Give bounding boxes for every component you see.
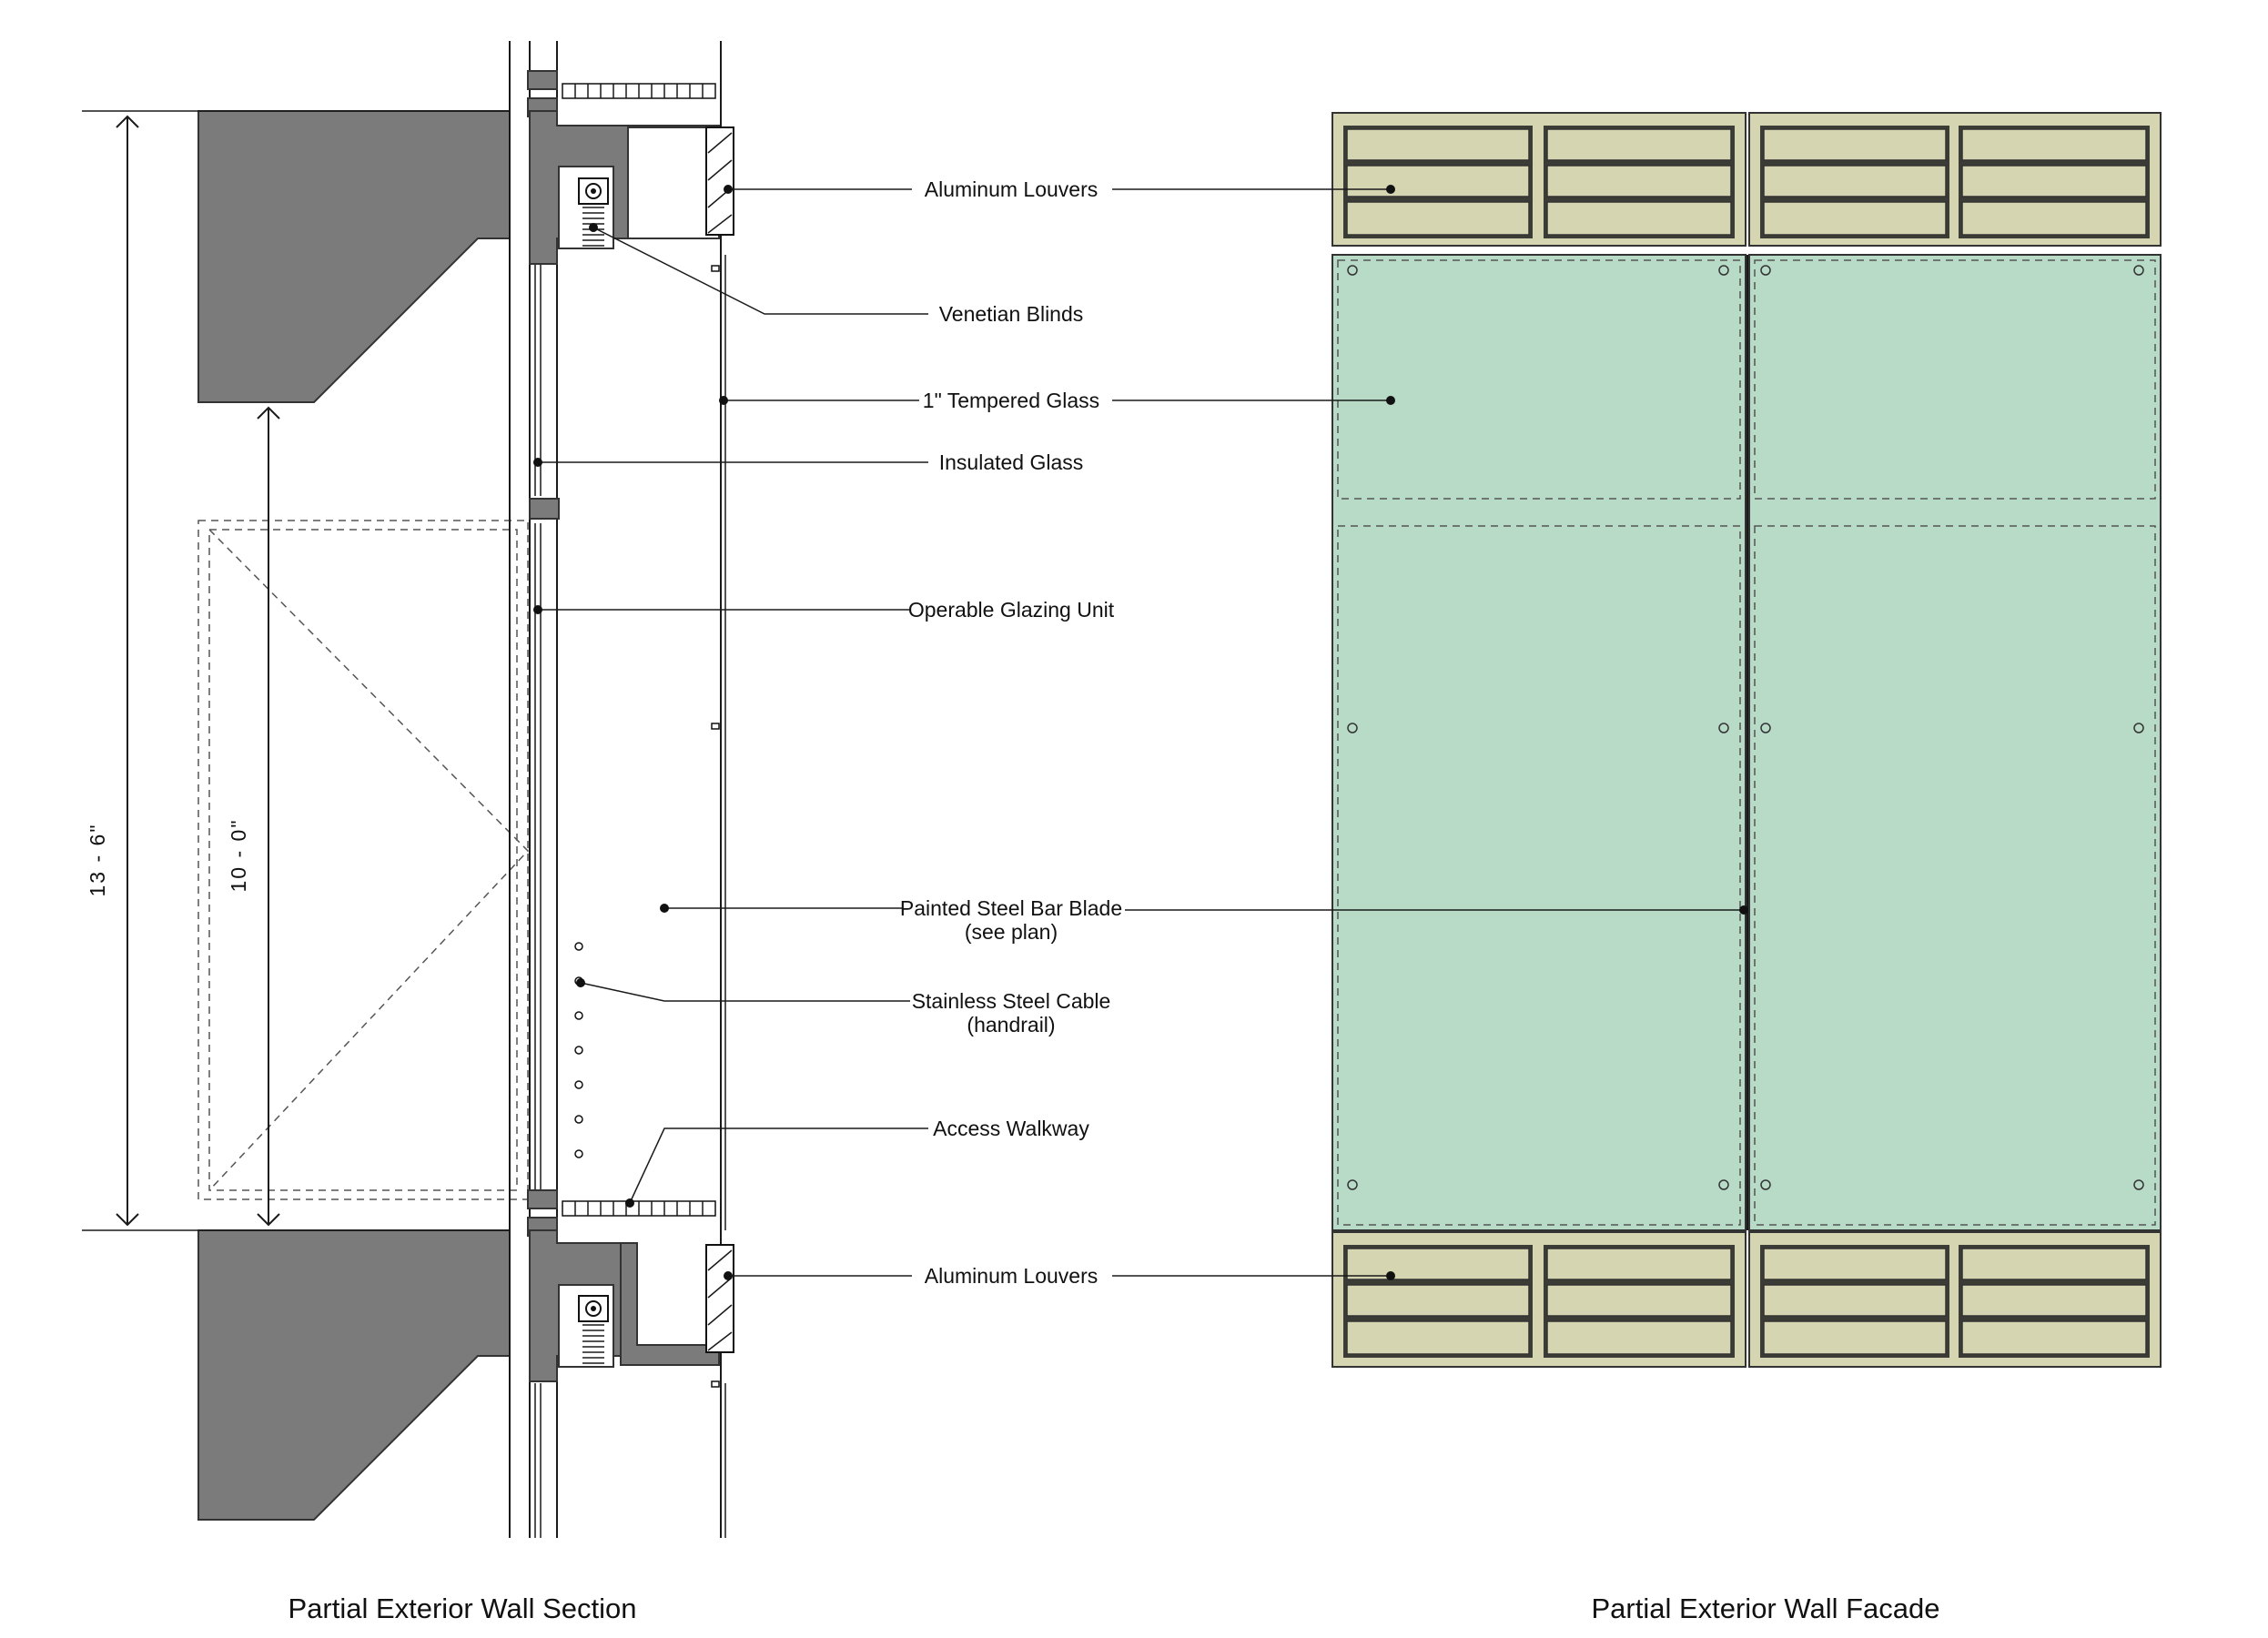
- label-cable-1: Stainless Steel Cable: [912, 989, 1111, 1013]
- handrail-cables: [574, 942, 583, 1158]
- label-cable-2: (handrail): [967, 1013, 1055, 1036]
- glass-panel-right: [1748, 254, 2162, 1231]
- glass-fixings: [1347, 265, 2144, 1190]
- section-title: Partial Exterior Wall Section: [288, 1592, 636, 1624]
- label-steel-blade-2: (see plan): [965, 920, 1058, 944]
- wall-facade: Partial Exterior Wall Facade: [1331, 112, 2162, 1624]
- operable-unit-outline: [197, 520, 529, 1200]
- label-venetian-blinds: Venetian Blinds: [939, 302, 1084, 326]
- dimension-clear: 10 - 0": [227, 406, 280, 1227]
- label-louvers-top: Aluminum Louvers: [925, 177, 1098, 201]
- upper-floor-slab: [197, 110, 511, 403]
- label-tempered-glass: 1" Tempered Glass: [923, 389, 1099, 412]
- glass-panel-left: [1331, 254, 1747, 1231]
- lower-floor-slab: [197, 1229, 511, 1521]
- louver-band-top: [1331, 112, 2162, 247]
- dim-clear-text: 10 - 0": [227, 819, 250, 893]
- callout-leaders: [533, 185, 1748, 1280]
- dimension-overall: 13 - 6": [86, 115, 139, 1227]
- callout-labels: Aluminum Louvers Venetian Blinds 1" Temp…: [900, 177, 1122, 1288]
- label-louvers-bottom: Aluminum Louvers: [925, 1264, 1098, 1288]
- facade-title: Partial Exterior Wall Facade: [1591, 1592, 1939, 1624]
- label-steel-blade-1: Painted Steel Bar Blade: [900, 896, 1122, 920]
- label-insulated-glass: Insulated Glass: [939, 450, 1084, 474]
- wall-section: 13 - 6" 10 - 0" Partial Exterior Wall Se…: [82, 41, 734, 1624]
- dim-overall-text: 13 - 6": [86, 824, 109, 897]
- louver-band-bottom: [1331, 1231, 2162, 1368]
- label-operable-glazing: Operable Glazing Unit: [908, 598, 1115, 622]
- label-walkway: Access Walkway: [933, 1117, 1089, 1140]
